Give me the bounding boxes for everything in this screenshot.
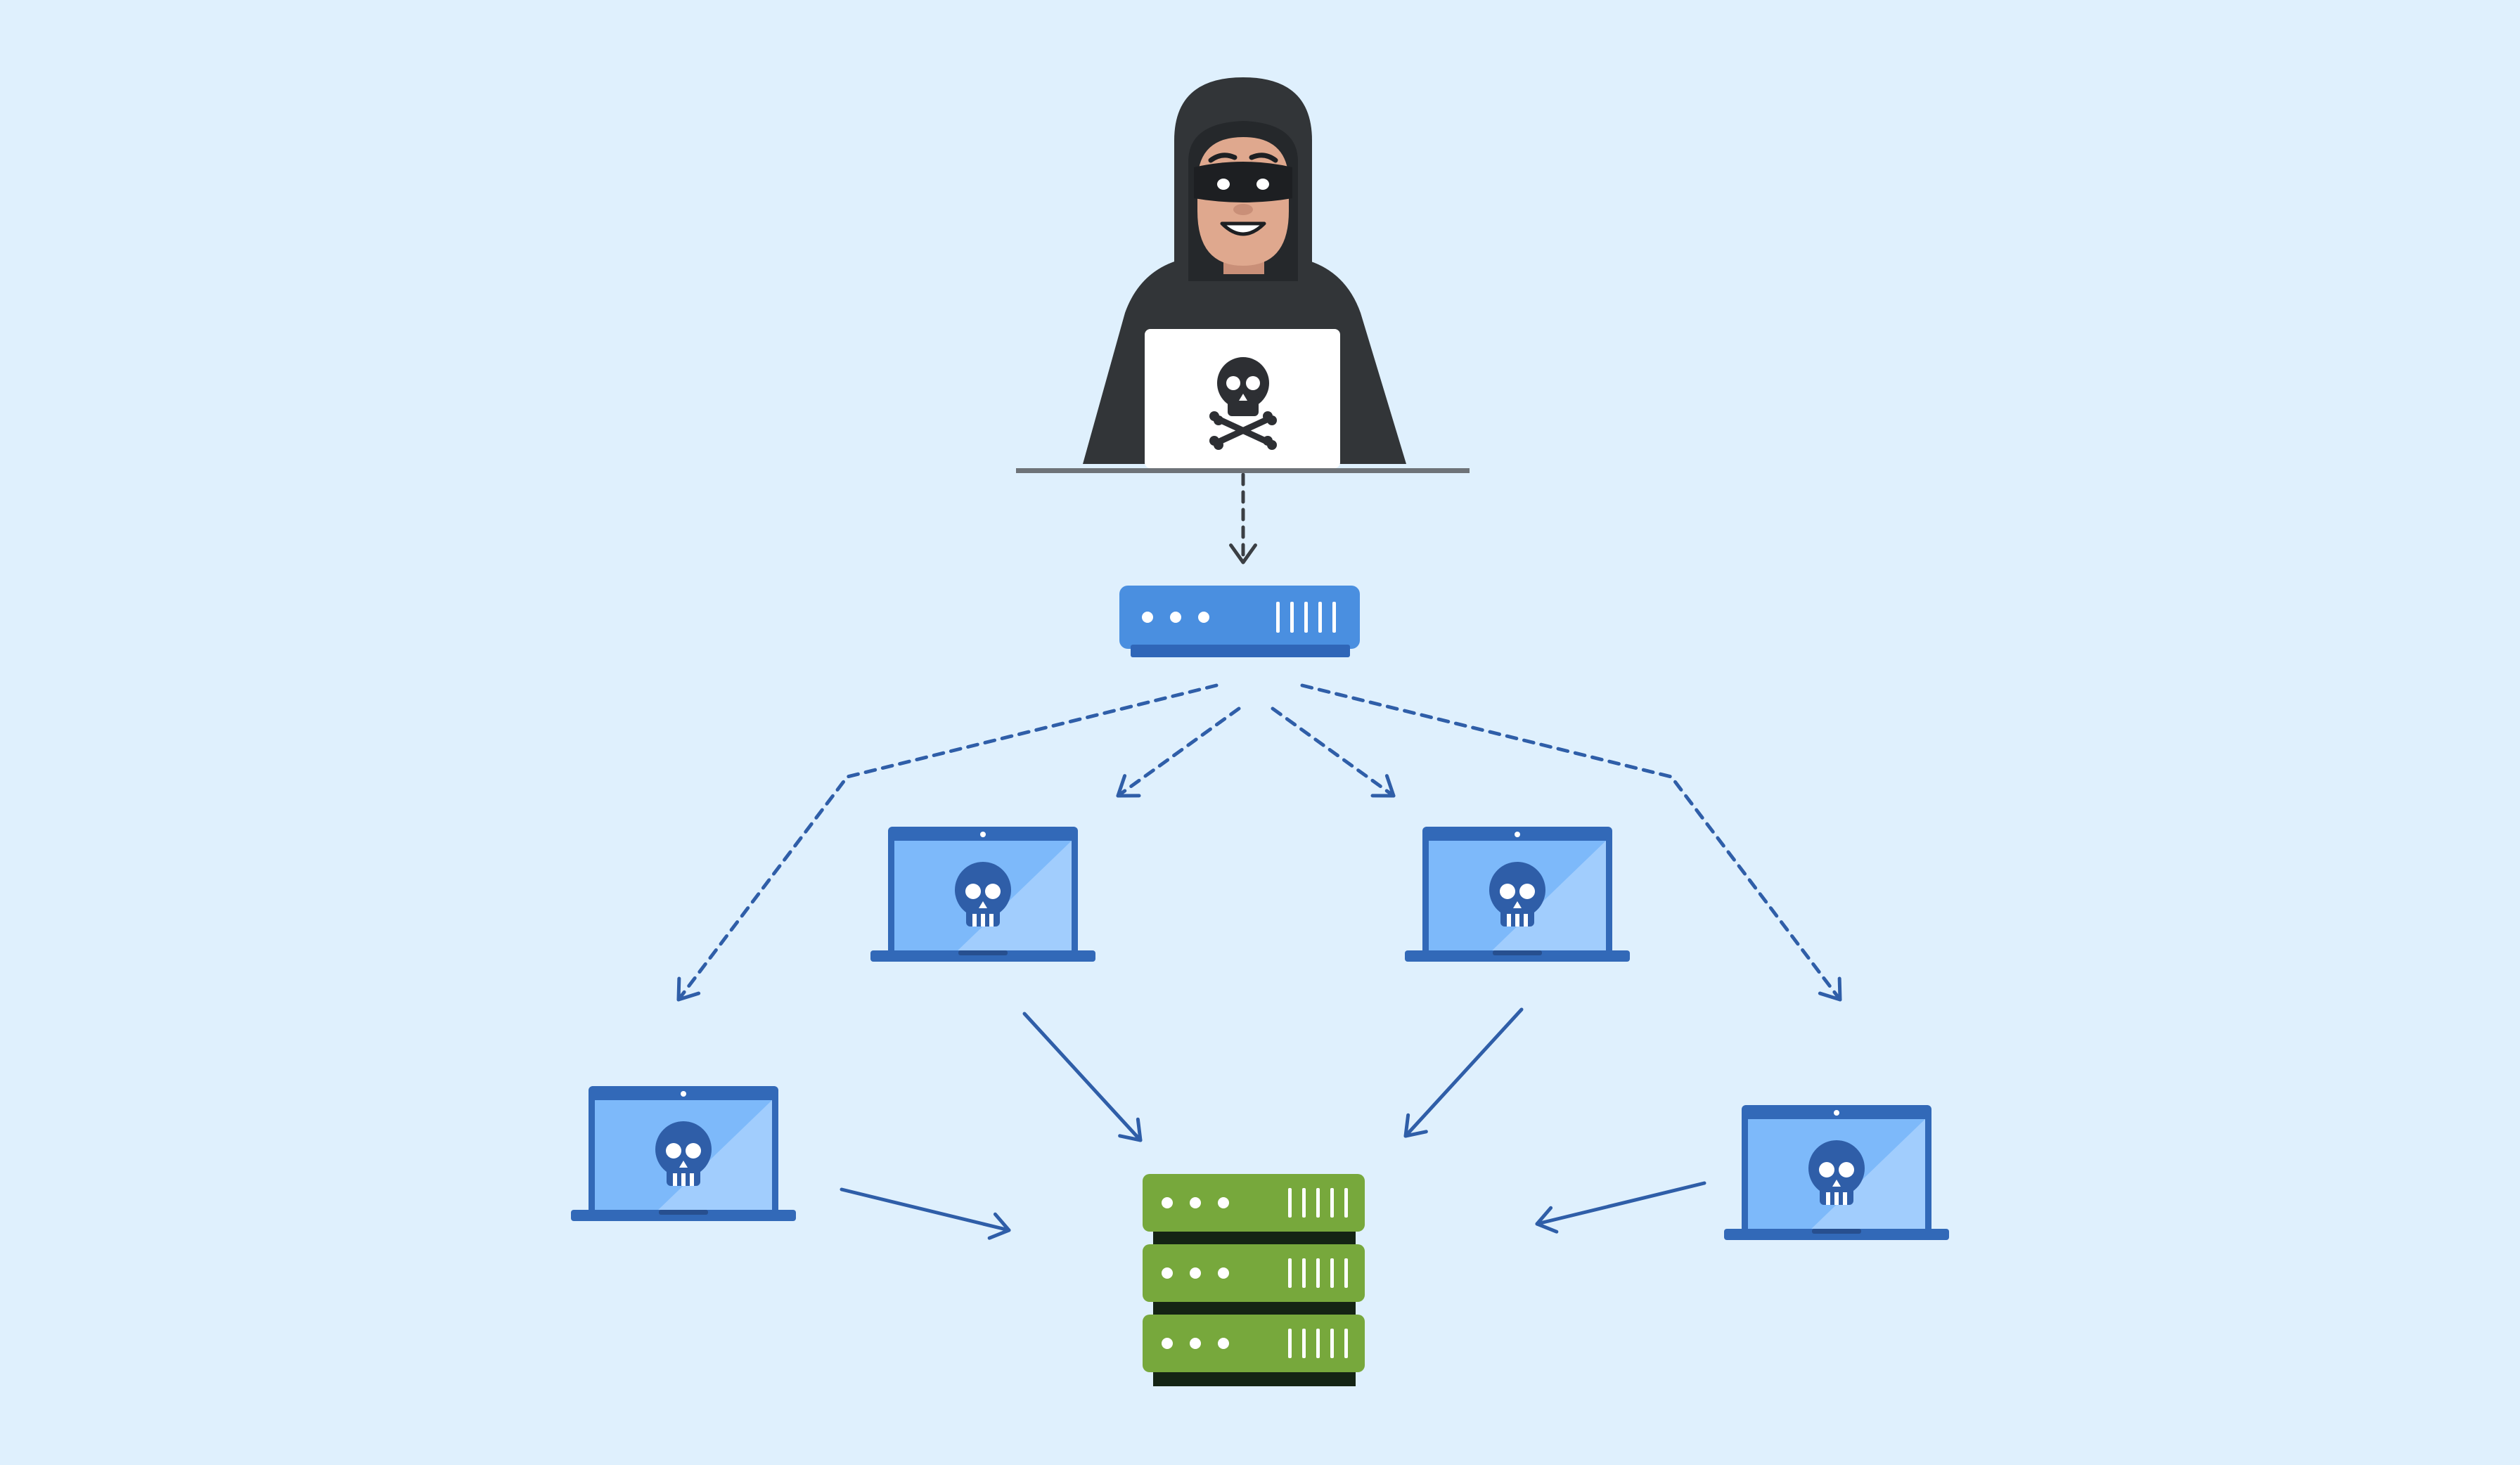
router-led <box>1170 612 1181 623</box>
router-vent <box>1304 602 1308 633</box>
server-led <box>1218 1338 1229 1349</box>
arrow-line <box>676 683 1219 1002</box>
server-led <box>1190 1197 1201 1208</box>
server-vent <box>1288 1258 1292 1288</box>
server-vent <box>1330 1188 1334 1218</box>
server-vent <box>1302 1258 1306 1288</box>
server-led <box>1190 1338 1201 1349</box>
arrow-line <box>1271 706 1396 798</box>
router-led <box>1198 612 1209 623</box>
server-vent <box>1316 1188 1320 1218</box>
hacker-brow-left <box>1208 153 1238 163</box>
arrowhead <box>1116 774 1141 798</box>
server-vent <box>1302 1188 1306 1218</box>
server-led <box>1190 1267 1201 1279</box>
hacker-smile <box>1220 221 1266 236</box>
router-vent <box>1332 602 1336 633</box>
server-vent <box>1330 1258 1334 1288</box>
arrow-line <box>1116 706 1241 798</box>
server-led <box>1162 1338 1173 1349</box>
arrow-router-to-bot-inner-right <box>1271 706 1396 798</box>
server-vent <box>1344 1188 1348 1218</box>
infected-laptop-icon <box>571 1086 796 1221</box>
arrowhead <box>676 976 701 1002</box>
server-led <box>1162 1267 1173 1279</box>
arrowhead <box>1118 1117 1143 1142</box>
router-body <box>1119 586 1360 649</box>
arrow-bot-inner-right-to-target <box>1403 1007 1524 1138</box>
hacker-eye-left <box>1217 179 1230 190</box>
server-vent <box>1330 1329 1334 1358</box>
infected-laptop-icon <box>1405 827 1630 962</box>
server-led <box>1218 1267 1229 1279</box>
arrow-line <box>1300 683 1842 1002</box>
infected-laptop-icon <box>870 827 1095 962</box>
arrowhead <box>1818 976 1842 1002</box>
router-vent <box>1276 602 1280 633</box>
arrowhead <box>1535 1206 1559 1234</box>
arrowhead <box>1229 543 1257 564</box>
arrow-line <box>1403 1007 1524 1138</box>
server-vent <box>1316 1258 1320 1288</box>
arrowhead <box>1403 1113 1428 1138</box>
hooded-hacker-icon <box>1016 77 1470 473</box>
server-vent <box>1288 1188 1292 1218</box>
server-unit <box>1143 1315 1365 1372</box>
connection-arrows <box>676 472 1842 1240</box>
router-vent <box>1290 602 1294 633</box>
arrowhead <box>1370 774 1396 798</box>
infected-laptop-icon <box>1724 1105 1949 1240</box>
hacker-nose <box>1233 204 1253 215</box>
arrow-line <box>840 1187 1011 1232</box>
hacker-eye-right <box>1256 179 1269 190</box>
arrow-line <box>1022 1012 1143 1142</box>
arrow-bot-inner-left-to-target <box>1022 1012 1143 1142</box>
router-vent <box>1318 602 1322 633</box>
server-unit <box>1143 1244 1365 1302</box>
arrow-line <box>1535 1181 1706 1226</box>
arrow-bot-outer-left-to-target <box>840 1187 1011 1240</box>
router-led <box>1142 612 1153 623</box>
arrow-router-to-bot-outer-left <box>676 683 1219 1002</box>
hacker-desk <box>1016 468 1470 473</box>
arrow-router-to-bot-inner-left <box>1116 706 1241 798</box>
arrow-router-to-bot-outer-right <box>1300 683 1842 1002</box>
arrow-attacker-to-router <box>1229 472 1257 564</box>
server-vent <box>1316 1329 1320 1358</box>
server-foot <box>1153 1372 1356 1386</box>
hacker-mask <box>1194 162 1292 202</box>
skull-crossbones-icon <box>1209 357 1277 450</box>
server-vent <box>1302 1329 1306 1358</box>
router-icon <box>1119 586 1360 657</box>
router-foot <box>1131 645 1350 657</box>
arrow-bot-outer-right-to-target <box>1535 1181 1706 1234</box>
server-unit <box>1143 1174 1365 1232</box>
server-vent <box>1344 1329 1348 1358</box>
server-vent <box>1288 1329 1292 1358</box>
arrowhead <box>987 1212 1011 1240</box>
server-led <box>1218 1197 1229 1208</box>
server-led <box>1162 1197 1173 1208</box>
hacker-brow-right <box>1249 153 1278 163</box>
server-vent <box>1344 1258 1348 1288</box>
server-rack-icon <box>1143 1174 1365 1386</box>
